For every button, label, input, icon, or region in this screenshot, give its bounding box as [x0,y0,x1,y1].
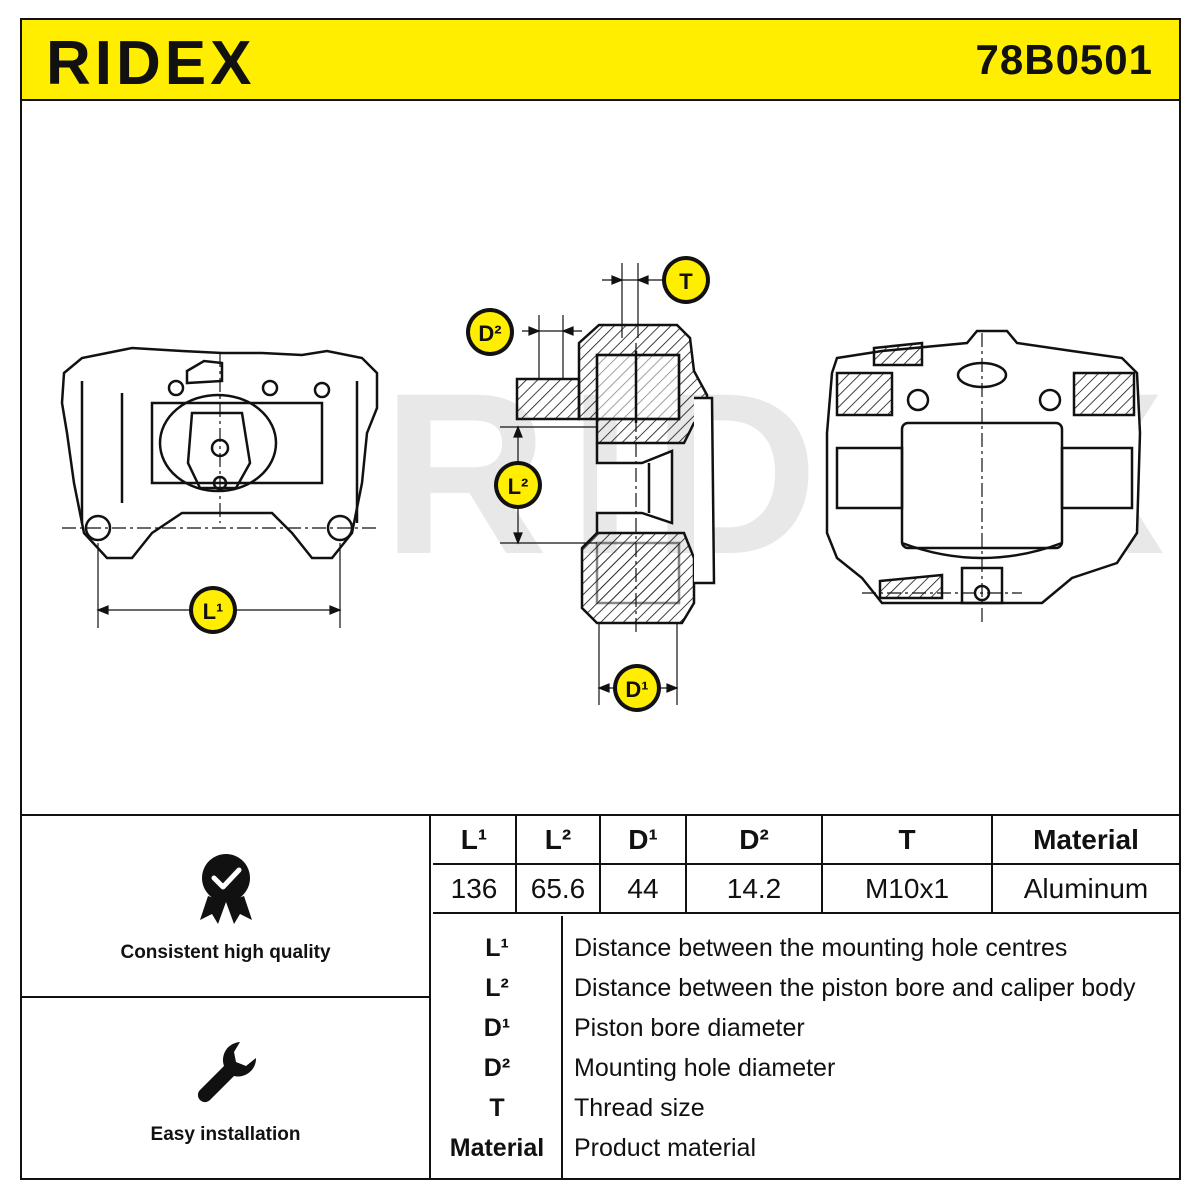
feature-quality-label: Consistent high quality [120,942,331,963]
legend-row: L¹ Distance between the mounting hole ce… [433,928,1179,968]
legend-desc: Distance between the mounting hole centr… [574,934,1068,962]
t-callout: T [662,256,710,304]
caliper-section-view [515,323,716,625]
spec-header-l2: L² [517,816,601,863]
legend-key: L¹ [485,934,509,962]
spec-value-l2: 65.6 [517,865,601,912]
legend-key: D² [483,1054,511,1082]
technical-drawing: RIDEX [22,103,1179,814]
legend-desc: Distance between the piston bore and cal… [574,974,1136,1002]
part-number: 78B0501 [975,36,1153,83]
l2-callout-label: L² [508,474,529,499]
spec-header-l1: L¹ [433,816,517,863]
ridex-logo: RIDEX [46,29,255,96]
feature-quality: Consistent high quality [22,816,429,998]
product-sheet: RIDEX 78B0501 RIDEX [20,18,1181,1180]
legend-desc: Product material [574,1134,757,1162]
d1-callout-label: D¹ [625,677,648,702]
l2-callout: L² [494,461,542,509]
wrench-icon [197,1042,257,1103]
legend-key: T [489,1094,505,1122]
legend-divider [561,916,563,1178]
legend-key: Material [449,1134,545,1162]
spec-value-l1: 136 [433,865,517,912]
legend-row: D¹ Piston bore diameter [433,1008,1179,1048]
caliper-front-centerlines [862,333,1022,623]
spec-value-row: 136 65.6 44 14.2 M10x1 Aluminum [433,865,1179,914]
caliper-front-view [825,329,1142,605]
caliper-rear-centerlines [62,353,377,529]
caliper-drawing: RIDEX [60,256,1165,712]
quality-medal-icon [200,854,252,924]
legend-row: L² Distance between the piston bore and … [433,968,1179,1008]
d2-callout-label: D² [478,321,501,346]
t-callout-label: T [679,269,693,294]
l1-callout: L¹ [189,586,237,634]
spec-value-d1: 44 [601,865,687,912]
legend-row: T Thread size [433,1088,1179,1128]
l1-callout-label: L¹ [203,599,224,624]
legend-desc: Mounting hole diameter [574,1054,836,1082]
spec-header-t: T [823,816,993,863]
header-bar: RIDEX 78B0501 [22,20,1179,101]
spec-header-d1: D¹ [601,816,687,863]
legend-desc: Piston bore diameter [574,1014,805,1042]
spec-value-material: Aluminum [1023,872,1149,904]
legend-table: L¹ Distance between the mounting hole ce… [433,916,1179,1178]
feature-column: Consistent high quality Easy installatio… [22,816,431,1180]
info-section: Consistent high quality Easy installatio… [22,814,1179,1180]
spec-header-row: L¹ L² D¹ D² T Material [433,816,1179,865]
d2-dimension-line [522,315,582,379]
legend-row: Material Product material [433,1128,1179,1168]
spec-table: L¹ L² D¹ D² T Material 136 65.6 44 14.2 … [433,816,1179,914]
d2-callout: D² [466,308,514,356]
brand-logo-text: RIDEX [46,29,255,96]
l2-dimension-line [500,425,597,545]
t-dimension-line [602,263,662,338]
legend-key: D¹ [483,1014,511,1042]
spec-value-d2: 14.2 [687,865,823,912]
d1-callout: D¹ [613,664,661,712]
feature-installation-label: Easy installation [150,1124,301,1145]
legend-desc: Thread size [574,1094,705,1122]
feature-installation: Easy installation [22,998,429,1178]
legend-row: D² Mounting hole diameter [433,1048,1179,1088]
spec-header-material: Material [1033,823,1139,855]
legend-key: L² [485,974,509,1002]
spec-value-t: M10x1 [823,865,993,912]
spec-header-d2: D² [687,816,823,863]
